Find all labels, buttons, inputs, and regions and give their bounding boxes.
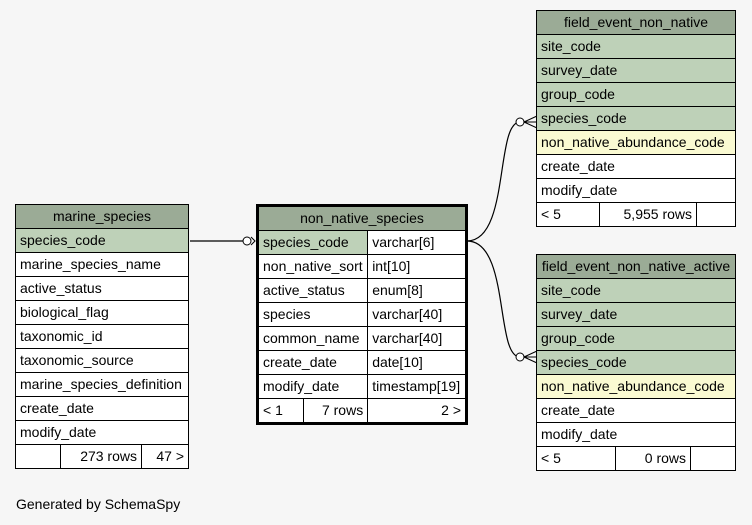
column-row[interactable]: create_date <box>536 398 736 423</box>
table-title[interactable]: non_native_species <box>257 205 467 231</box>
footer-parents[interactable]: < 1 <box>257 398 304 424</box>
column-name[interactable]: modify_date <box>256 374 369 399</box>
column-row[interactable]: biological_flag <box>15 300 189 325</box>
column-name[interactable]: common_name <box>256 326 369 351</box>
column-name[interactable]: non_native_sort <box>256 254 369 279</box>
column-row[interactable]: marine_species_name <box>15 252 189 277</box>
footer-children <box>696 202 736 227</box>
column-row[interactable]: modify_date <box>536 422 736 447</box>
column-species-code[interactable]: species_code <box>15 228 189 253</box>
column-row[interactable]: active_status <box>15 276 189 301</box>
column-row[interactable]: non_native_abundance_code <box>536 374 736 399</box>
table-title[interactable]: field_event_non_native <box>536 10 736 35</box>
relation-end-circle <box>242 236 252 246</box>
footer-row-count: 0 rows <box>615 446 691 471</box>
column-name[interactable]: active_status <box>256 278 369 303</box>
footer-children[interactable]: 47 > <box>141 444 189 469</box>
relation-nonnative-to-fenn <box>466 121 521 242</box>
relation-end-crow <box>250 236 256 246</box>
footer-row-count: 5,955 rows <box>599 202 697 227</box>
column-type: enum[8] <box>367 278 467 303</box>
column-row[interactable]: taxonomic_id <box>15 324 189 349</box>
table-field-event-non-native[interactable]: field_event_non_native site_code survey_… <box>536 10 736 227</box>
column-type: date[10] <box>367 350 467 375</box>
footer-row-count: 273 rows <box>60 444 142 469</box>
column-type: timestamp[19] <box>367 374 467 399</box>
column-row[interactable]: survey_date <box>536 58 736 83</box>
footer-parents[interactable]: < 5 <box>536 446 616 471</box>
footer-children <box>690 446 736 471</box>
table-marine-species[interactable]: marine_species species_code marine_speci… <box>15 204 189 469</box>
column-row[interactable]: taxonomic_source <box>15 348 189 373</box>
column-species-code[interactable]: species_code <box>256 230 369 255</box>
table-title[interactable]: field_event_non_native_active <box>536 254 736 279</box>
column-row[interactable]: site_code <box>536 278 736 303</box>
column-type: varchar[6] <box>367 230 467 255</box>
column-type: varchar[40] <box>367 326 467 351</box>
footer-children[interactable]: 2 > <box>367 398 467 424</box>
relation-end-crow <box>523 115 538 129</box>
column-row[interactable]: marine_species_definition <box>15 372 189 397</box>
column-name[interactable]: create_date <box>256 350 369 375</box>
column-species-code[interactable]: species_code <box>536 106 736 131</box>
column-row[interactable]: group_code <box>536 82 736 107</box>
column-type: varchar[40] <box>367 302 467 327</box>
relation-end-circle <box>515 117 525 127</box>
footer-row-count: 7 rows <box>302 398 369 424</box>
column-row[interactable]: create_date <box>15 396 189 421</box>
column-row[interactable]: create_date <box>536 154 736 179</box>
column-type: int[10] <box>367 254 467 279</box>
column-row[interactable]: survey_date <box>536 302 736 327</box>
relation-end-crow <box>523 350 538 364</box>
column-row[interactable]: modify_date <box>536 178 736 203</box>
column-species-code[interactable]: species_code <box>536 350 736 375</box>
table-field-event-non-native-active[interactable]: field_event_non_native_active site_code … <box>536 254 736 471</box>
relation-end-circle <box>515 352 525 362</box>
column-name[interactable]: species <box>256 302 369 327</box>
column-row[interactable]: group_code <box>536 326 736 351</box>
footer-parents <box>15 444 61 469</box>
column-row[interactable]: modify_date <box>15 420 189 445</box>
column-row[interactable]: site_code <box>536 34 736 59</box>
generated-by-text: Generated by SchemaSpy <box>16 496 181 512</box>
footer-parents[interactable]: < 5 <box>536 202 600 227</box>
relation-nonnative-to-fenna <box>466 240 521 358</box>
column-row[interactable]: non_native_abundance_code <box>536 130 736 155</box>
table-title[interactable]: marine_species <box>15 204 189 229</box>
